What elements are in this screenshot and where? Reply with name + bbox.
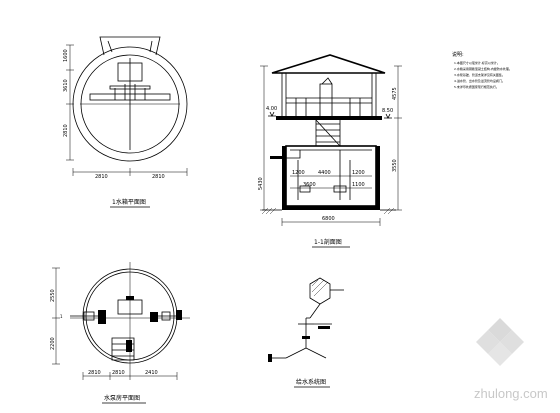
section-width-dim: 6800 [322,216,335,222]
system-title: 给水系统图 [296,378,326,386]
plan-dim-left-2: 3610 [63,79,69,92]
note-1: 1.本图尺寸以毫米计,标高以米计。 [454,60,500,65]
section-inner-dim-2: 4400 [318,170,331,176]
section-inner2-dim-2: 1100 [352,182,365,188]
section-inner2-dim-1: 3600 [303,182,316,188]
pump-room-title: 水泵房平面图 [104,394,140,402]
tank-plan-title: 1水箱平面图 [112,198,146,206]
section-inner-dim-3: 1200 [352,170,365,176]
pump-left-dim-1: 2550 [50,289,56,302]
section-view: 1200 4400 1200 3600 1100 6800 4575 3550 … [258,54,402,248]
water-supply-system-view: 给水系统图 [268,277,344,388]
pump-bottom-dim-2: 2810 [112,370,125,376]
notes-block: 说明: 1.本图尺寸以毫米计,标高以米计。 2.水箱采用钢筋混凝土结构,内壁防水… [452,51,512,89]
plan-dim-left-1: 1600 [63,49,69,62]
pump-bottom-dim-3: 2410 [145,370,158,376]
section-right-dim-2: 3550 [392,159,398,172]
note-4: 4.进水管、出水管及溢流管均设阀门。 [454,78,505,83]
section-inner-dim-1: 1200 [292,170,305,176]
tank-plan-view: 1600 3610 2810 2810 2810 1水箱平面图 [63,36,188,208]
section-left-dim-1: 5430 [258,177,264,190]
plan-dim-bottom-2: 2810 [152,174,165,180]
pump-section-mark: 1 [60,314,63,319]
watermark-logo [476,318,524,366]
section-title: 1-1剖面图 [314,238,342,246]
elevation-2: 8.50 [382,108,393,114]
elevation-1: 4.00 [266,106,277,112]
watermark-text: zhulong.com [474,386,548,401]
note-2: 2.水箱采用钢筋混凝土结构,内壁防水处理。 [454,66,512,71]
plan-dim-bottom-1: 2810 [95,174,108,180]
note-3: 3.水泵基础、管道支架详见有关图集。 [454,72,505,77]
notes-header: 说明: [452,51,464,58]
plan-dim-left-3: 2810 [63,124,69,137]
pump-room-plan-view: 2550 2200 1 2810 2810 2410 水泵房平面图 [50,262,190,404]
note-5: 5.未详尽处按国家现行规范执行。 [454,84,499,89]
section-right-dim-1: 4575 [392,87,398,100]
pump-left-dim-2: 2200 [50,337,56,350]
pump-bottom-dim-1: 2810 [88,370,101,376]
